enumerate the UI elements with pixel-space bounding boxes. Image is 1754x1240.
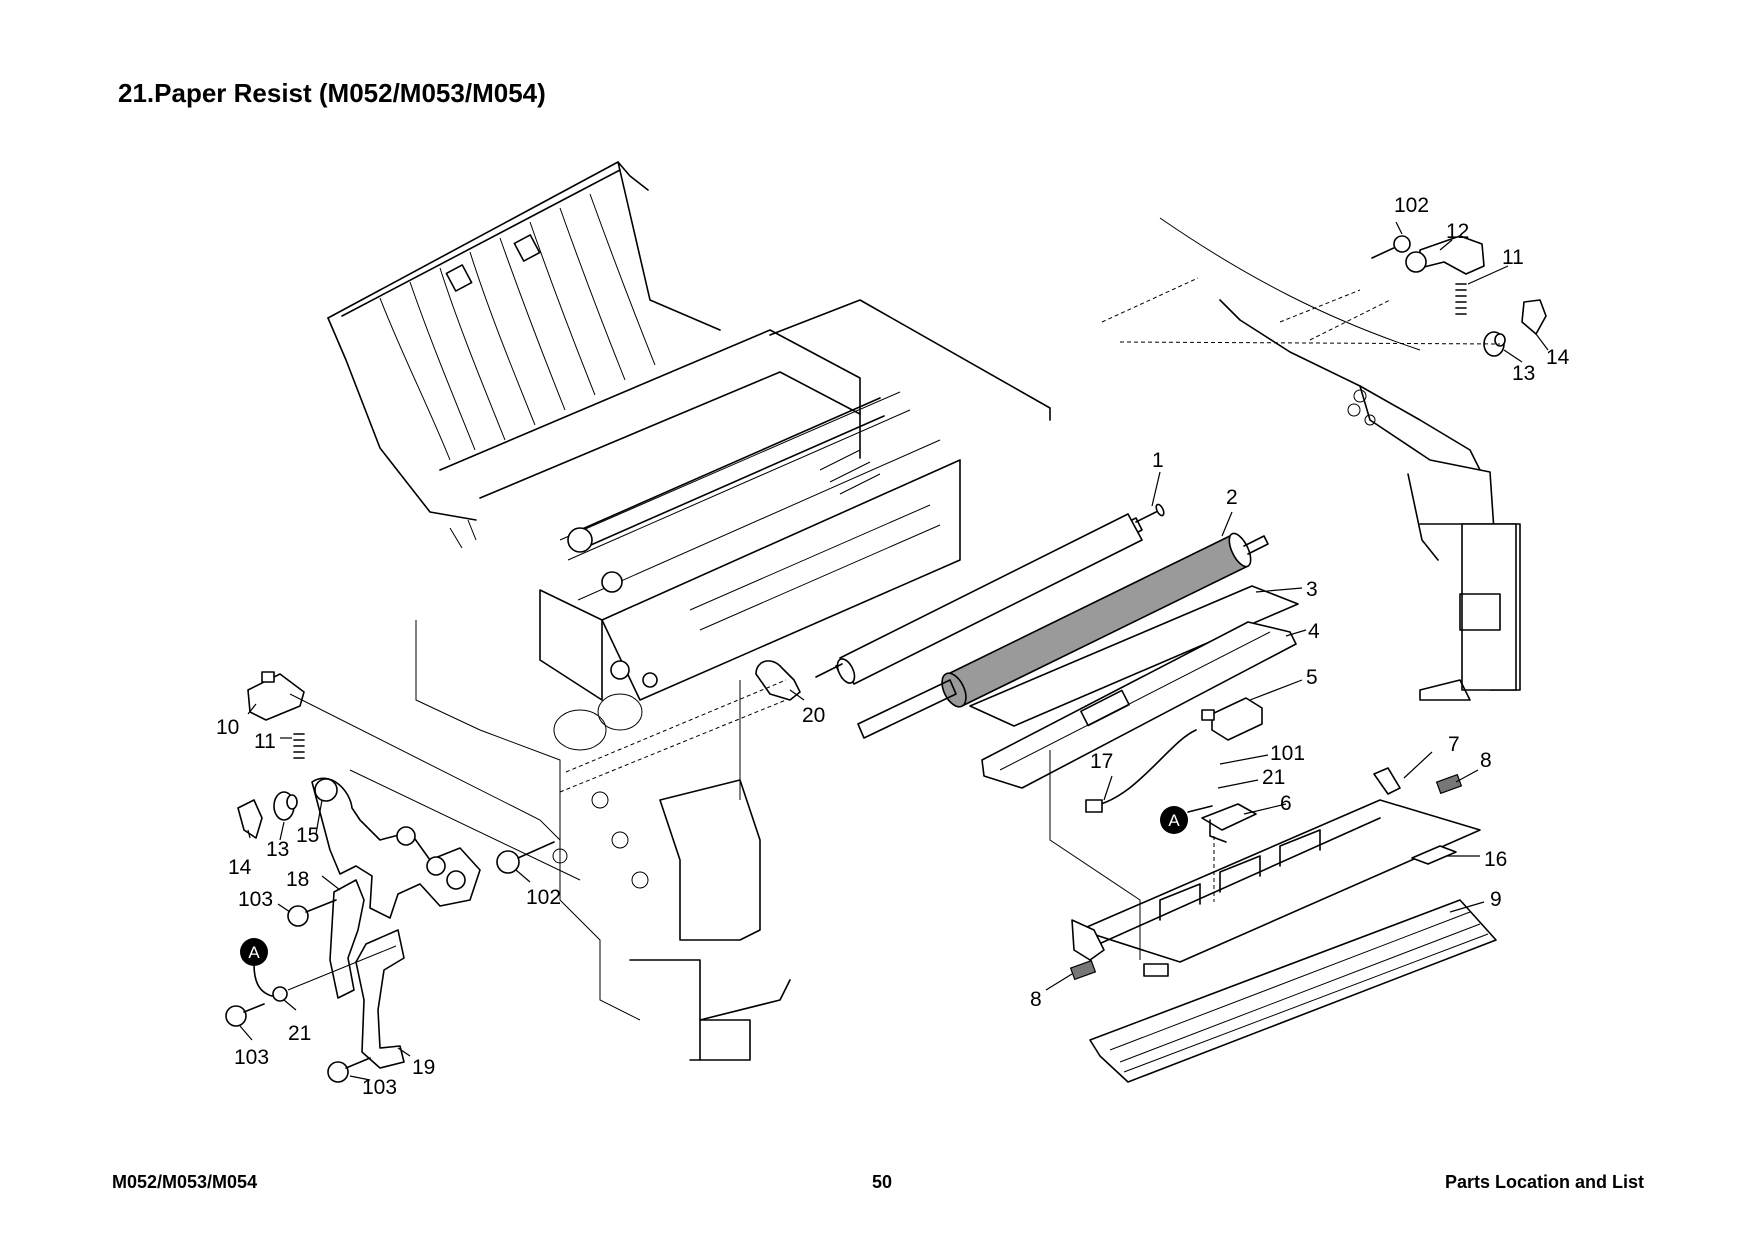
- spring-11-right: [1455, 283, 1467, 315]
- connection-marker-a-right-label: A: [1168, 811, 1180, 830]
- screw-103-middle: [225, 1003, 265, 1027]
- callout-103-lower: 103: [362, 1076, 397, 1099]
- harness-plate-15: [311, 777, 481, 919]
- holder-20: [755, 660, 801, 701]
- callout-8-left: 8: [1030, 988, 1042, 1011]
- registration-roller-2: [857, 532, 1269, 739]
- callout-19: 19: [412, 1056, 435, 1079]
- callout-7: 7: [1448, 733, 1460, 756]
- callout-101: 101: [1270, 742, 1305, 765]
- footer-page-number: 50: [872, 1172, 893, 1192]
- callout-102-top: 102: [1394, 194, 1429, 217]
- spring-11-left: [293, 733, 305, 759]
- callout-16: 16: [1484, 848, 1507, 871]
- callout-103-upper: 103: [238, 888, 273, 911]
- screw-102-top: [1371, 235, 1411, 259]
- guide-plate-3: [969, 585, 1299, 727]
- sensor-6: [1201, 803, 1257, 843]
- connection-marker-a-right: A: [1160, 805, 1213, 834]
- page-title: 21.Paper Resist (M052/M053/M054): [118, 78, 546, 108]
- callout-17: 17: [1090, 750, 1113, 773]
- connection-marker-a-left-label: A: [248, 943, 260, 962]
- registration-roller-1: [815, 503, 1165, 685]
- clip-14-right: [1521, 299, 1547, 335]
- harness-17: [1085, 729, 1197, 813]
- callout-18: 18: [286, 868, 309, 891]
- right-side-frame: [1159, 217, 1521, 701]
- callout-20: 20: [802, 704, 825, 727]
- pad-8-right: [1435, 773, 1463, 795]
- callout-103-middle: 103: [234, 1046, 269, 1069]
- registration-unit-drawing: [327, 161, 1051, 701]
- callout-14-left: 14: [228, 856, 252, 879]
- callout-102-left: 102: [526, 886, 561, 909]
- screw-103-upper: [287, 899, 337, 927]
- footer-model: M052/M053/M054: [112, 1172, 258, 1192]
- connection-marker-a-left: A: [240, 938, 268, 966]
- callout-13-left: 13: [266, 838, 289, 861]
- bracket-19: [355, 929, 405, 1069]
- clip-14-left: [237, 799, 263, 839]
- footer-section: Parts Location and List: [1444, 1172, 1644, 1192]
- bracket-10: [247, 671, 305, 721]
- bracket-18: [329, 879, 365, 999]
- pad-8-left: [1069, 959, 1097, 981]
- main-frame-drawing: [289, 620, 1051, 1061]
- sheet-16: [1411, 845, 1457, 865]
- callout-11-right: 11: [1502, 246, 1524, 269]
- bushing-13-left: [273, 791, 298, 821]
- screw-102-left: [496, 841, 555, 874]
- sensor-bracket-5: [1201, 697, 1263, 741]
- callout-4: 4: [1308, 620, 1320, 643]
- bracket-7: [1071, 767, 1481, 977]
- callout-10: 10: [216, 716, 239, 739]
- callout-9: 9: [1490, 888, 1502, 911]
- guide-plate-4: [981, 621, 1297, 789]
- callout-11-left: 11: [254, 730, 276, 753]
- guide-plate-9: [1089, 899, 1497, 1083]
- screw-103-lower: [327, 1057, 371, 1083]
- ground-wire-21-left: [253, 945, 397, 1002]
- callout-15: 15: [296, 824, 319, 847]
- leader-lines: [239, 221, 1549, 1081]
- callout-3: 3: [1306, 578, 1318, 601]
- callout-14-right: 14: [1546, 346, 1570, 369]
- callout-8-right: 8: [1480, 749, 1492, 772]
- bracket-12: [1405, 235, 1485, 275]
- callout-6: 6: [1280, 792, 1292, 815]
- callout-5: 5: [1306, 666, 1318, 689]
- callout-labels: 1 2 3 4 5 6 7 8 8 9 10 11 11 12 13 13 14…: [216, 194, 1570, 1099]
- callout-21-left: 21: [288, 1022, 311, 1045]
- callout-21-right: 21: [1262, 766, 1285, 789]
- callout-12: 12: [1446, 220, 1469, 243]
- callout-2: 2: [1226, 486, 1238, 509]
- callout-13-right: 13: [1512, 362, 1535, 385]
- callout-1: 1: [1152, 449, 1164, 472]
